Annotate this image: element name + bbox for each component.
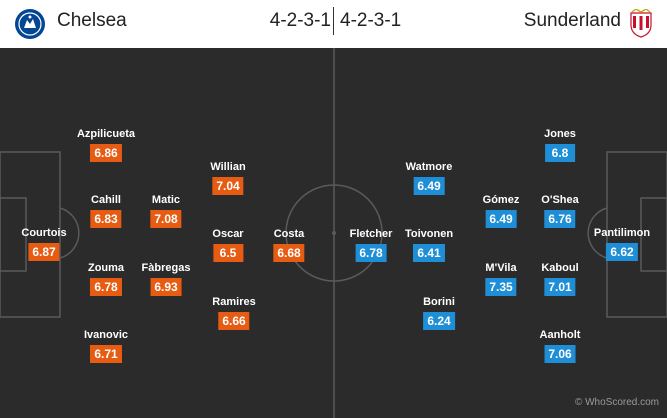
away-player-cam[interactable]: Toivonen 6.41 (405, 227, 453, 265)
player-name: Willian (210, 161, 246, 173)
home-player-rcb[interactable]: Cahill 6.83 (90, 193, 122, 231)
away-player-rb[interactable]: Jones 6.8 (544, 127, 576, 165)
player-name: Fàbregas (141, 262, 191, 274)
match-header: Chelsea 4-2-3-1 4-2-3-1 Sunderland (0, 0, 667, 49)
home-player-gk[interactable]: Courtois 6.87 (21, 226, 67, 264)
home-player-ldm[interactable]: Fàbregas 6.93 (141, 261, 191, 299)
away-team-name: Sunderland (523, 10, 621, 31)
player-rating: 6.24 (423, 312, 455, 330)
away-player-ram[interactable]: Watmore 6.49 (405, 160, 453, 198)
pitch: Courtois 6.87 Azpilicueta 6.86 Cahill 6.… (0, 48, 667, 418)
away-player-lb[interactable]: Aanholt 7.06 (539, 328, 581, 366)
pitch-markings (0, 48, 667, 418)
player-rating: 6.5 (212, 244, 243, 262)
player-name: Borini (423, 296, 455, 308)
player-name: Oscar (212, 228, 244, 240)
player-rating: 6.66 (218, 312, 250, 330)
home-player-lcb[interactable]: Zouma 6.78 (88, 261, 124, 299)
player-name: Pantilimon (593, 227, 651, 239)
home-player-cam[interactable]: Oscar 6.5 (212, 227, 244, 265)
player-name: Watmore (405, 161, 453, 173)
player-name: Costa (273, 228, 305, 240)
player-rating: 6.78 (355, 244, 387, 262)
player-rating: 6.62 (606, 243, 638, 261)
player-name: Matic (151, 194, 181, 206)
player-name: Jones (544, 128, 576, 140)
sunderland-crest-icon (630, 9, 652, 38)
player-name: Courtois (21, 227, 67, 239)
away-player-lam[interactable]: Borini 6.24 (423, 295, 455, 333)
player-rating: 7.01 (544, 278, 576, 296)
away-player-gk[interactable]: Pantilimon 6.62 (594, 226, 650, 264)
away-player-rdm[interactable]: Gómez 6.49 (482, 193, 520, 231)
home-player-lam[interactable]: Ramires 6.66 (212, 295, 256, 333)
home-player-ram[interactable]: Willian 7.04 (210, 160, 246, 198)
player-name: Fletcher (349, 228, 393, 240)
player-rating: 6.83 (90, 210, 122, 228)
player-rating: 7.04 (212, 177, 244, 195)
away-player-ldm[interactable]: M'Vila 7.35 (485, 261, 517, 299)
home-player-st[interactable]: Costa 6.68 (273, 227, 305, 265)
player-rating: 6.71 (90, 345, 122, 363)
formation-divider (333, 7, 334, 35)
player-name: Kaboul (541, 262, 579, 274)
player-rating: 6.41 (413, 244, 445, 262)
player-rating: 6.8 (544, 144, 575, 162)
home-team-name: Chelsea (57, 10, 127, 31)
player-rating: 7.35 (485, 278, 517, 296)
home-player-rb[interactable]: Azpilicueta 6.86 (77, 127, 135, 165)
home-player-lb[interactable]: Ivanovic 6.71 (84, 328, 128, 366)
away-player-st[interactable]: Fletcher 6.78 (349, 227, 393, 265)
player-rating: 6.76 (544, 210, 576, 228)
player-name: Zouma (87, 262, 125, 274)
player-rating: 6.49 (413, 177, 445, 195)
away-formation: 4-2-3-1 (340, 10, 402, 31)
player-name: M'Vila (485, 262, 517, 274)
player-rating: 6.49 (485, 210, 517, 228)
player-rating: 6.78 (90, 278, 122, 296)
player-rating: 6.86 (90, 144, 122, 162)
home-formation: 4-2-3-1 (269, 10, 331, 31)
player-rating: 7.08 (150, 210, 182, 228)
away-player-rcb[interactable]: O'Shea 6.76 (541, 193, 579, 231)
player-rating: 7.06 (544, 345, 576, 363)
home-player-rdm[interactable]: Matic 7.08 (150, 193, 182, 231)
player-name: Cahill (91, 194, 121, 206)
player-name: Gómez (482, 194, 520, 206)
player-name: Toivonen (404, 228, 454, 240)
player-rating: 6.93 (150, 278, 182, 296)
chelsea-crest-icon (15, 9, 45, 39)
player-rating: 6.68 (273, 244, 305, 262)
player-name: Ramires (212, 296, 256, 308)
player-name: Ivanovic (83, 329, 129, 341)
whoscored-watermark: © WhoScored.com (574, 397, 659, 408)
player-rating: 6.87 (28, 243, 60, 261)
player-name: Azpilicueta (76, 128, 136, 140)
player-name: Aanholt (539, 329, 581, 341)
away-player-lcb[interactable]: Kaboul 7.01 (541, 261, 579, 299)
player-name: O'Shea (541, 194, 579, 206)
